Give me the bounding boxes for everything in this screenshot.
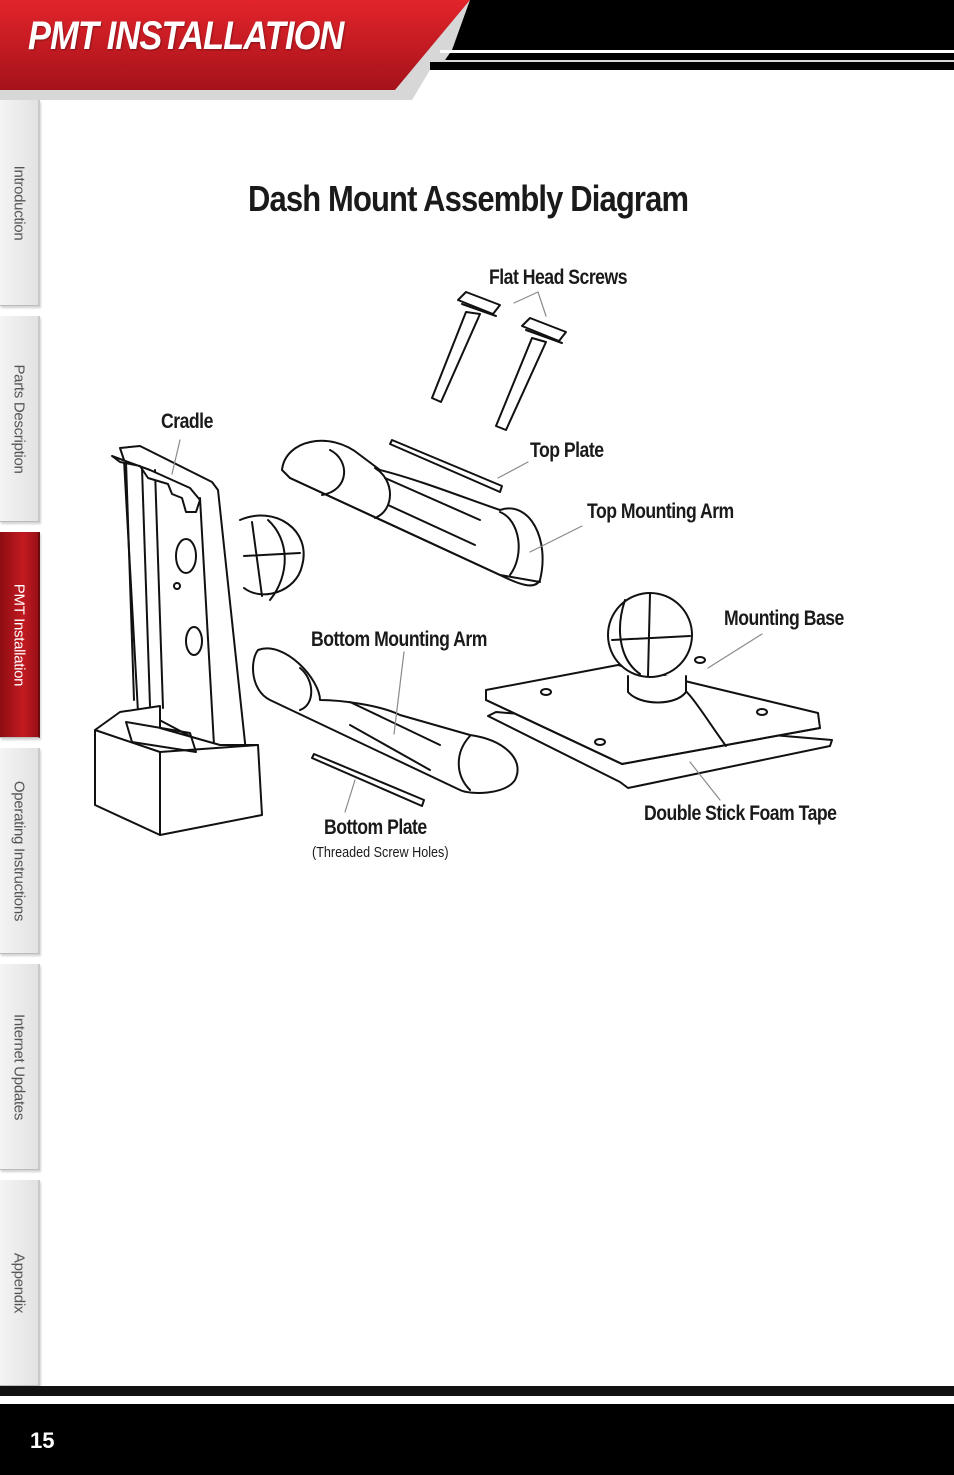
bottom-plate-illustration	[311, 753, 425, 807]
label-top-plate: Top Plate	[530, 439, 604, 462]
tab-internet-updates[interactable]: Internet Updates	[0, 964, 40, 1170]
tab-introduction[interactable]: Introduction	[0, 100, 40, 306]
mounting-base-illustration	[485, 592, 833, 789]
cradle-ball-illustration	[239, 514, 305, 601]
label-bottom-plate-note: (Threaded Screw Holes)	[312, 844, 449, 861]
label-flat-head-screws: Flat Head Screws	[489, 266, 628, 289]
top-plate-illustration	[389, 439, 503, 493]
section-title: PMT INSTALLATION	[28, 14, 344, 58]
footer-divider	[0, 1386, 954, 1396]
label-bottom-plate: Bottom Plate	[324, 816, 427, 839]
footer-bar	[0, 1404, 954, 1475]
header-banner	[0, 0, 954, 100]
tab-parts-description[interactable]: Parts Description	[0, 316, 40, 522]
leader-lines	[171, 291, 763, 813]
label-cradle: Cradle	[161, 410, 213, 433]
bottom-mounting-arm-illustration	[252, 647, 519, 794]
page-number: 15	[30, 1428, 55, 1453]
tab-appendix[interactable]: Appendix	[0, 1180, 40, 1386]
page-title: Dash Mount Assembly Diagram	[248, 178, 689, 219]
page-footer: 15	[0, 1386, 954, 1475]
tab-operating-instructions[interactable]: Operating Instructions	[0, 748, 40, 954]
top-mounting-arm-illustration	[281, 439, 544, 587]
flat-head-screw-illustration	[431, 291, 501, 403]
tab-pmt-installation[interactable]: PMT Installation	[0, 532, 40, 738]
label-top-mounting-arm: Top Mounting Arm	[587, 500, 734, 523]
label-bottom-mounting-arm: Bottom Mounting Arm	[311, 628, 487, 651]
label-mounting-base: Mounting Base	[724, 607, 844, 630]
cradle-illustration	[94, 445, 263, 836]
page-header: PMT INSTALLATION	[0, 0, 954, 100]
flat-head-screw-illustration	[495, 317, 567, 431]
label-double-stick-foam-tape: Double Stick Foam Tape	[644, 802, 837, 825]
